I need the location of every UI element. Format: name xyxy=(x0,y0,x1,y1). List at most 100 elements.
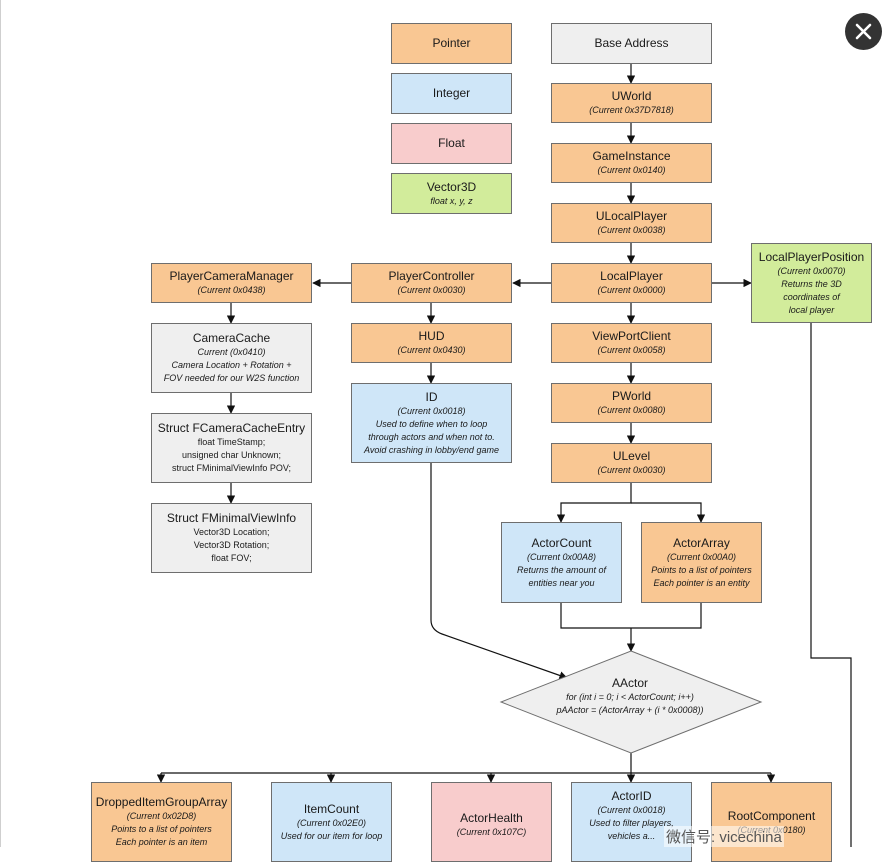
node-viewport-client-title: ViewPortClient xyxy=(592,329,671,343)
node-actor-id-offset: (Current 0x0018) xyxy=(597,805,666,815)
node-actor-count-desc-1: Returns the amount of xyxy=(516,564,607,575)
arrow-ulevel-to-actorcount xyxy=(556,483,632,523)
node-local-player-position-desc-1: Returns the 3D xyxy=(781,278,842,289)
node-actor-health-sub: (Current 0x107C) xyxy=(456,827,527,837)
node-pworld-title: PWorld xyxy=(611,389,652,403)
node-id: ID (Current 0x0018) Used to define when … xyxy=(351,383,512,463)
connector-position-down xyxy=(810,323,852,847)
node-camera-cache-desc-2: FOV needed for our W2S function xyxy=(163,373,300,383)
node-ulevel: ULevel (Current 0x0030) xyxy=(551,443,712,483)
node-pworld-sub: (Current 0x0080) xyxy=(597,405,666,415)
connector-actorcount-merge xyxy=(560,603,702,629)
node-struct-minimal-view-info-title: Struct FMinimalViewInfo xyxy=(166,511,297,525)
node-game-instance-title: GameInstance xyxy=(592,149,671,163)
node-hud-sub: (Current 0x0430) xyxy=(397,345,466,355)
node-actor-array-offset: (Current 0x00A0) xyxy=(666,551,737,562)
node-actor-id-desc-1: Used to filter players, xyxy=(589,818,674,828)
node-hud-title: HUD xyxy=(418,329,445,343)
node-actor-array-sub: (Current 0x00A0) Points to a list of poi… xyxy=(651,551,752,590)
node-ulocal-player-title: ULocalPlayer xyxy=(595,209,668,223)
struct-field-2: Vector3D Rotation; xyxy=(193,540,270,550)
node-local-player-position-sub: (Current 0x0070) Returns the 3D coordina… xyxy=(777,265,845,317)
node-game-instance-sub: (Current 0x0140) xyxy=(597,165,666,175)
node-item-count-sub: (Current 0x02E0) Used for our item for l… xyxy=(281,817,383,843)
node-id-desc-2: through actors and when not to. xyxy=(368,431,495,442)
node-ulevel-sub: (Current 0x0030) xyxy=(597,465,666,475)
node-struct-minimal-view-info: Struct FMinimalViewInfo Vector3D Locatio… xyxy=(151,503,312,573)
node-uworld-title: UWorld xyxy=(611,89,652,103)
node-camera-cache: CameraCache Current (0x0410) Camera Loca… xyxy=(151,323,312,393)
node-root-component: RootComponent (Current 0x0180) xyxy=(711,782,832,862)
legend-pointer: Pointer xyxy=(391,23,512,64)
node-local-player-position-title: LocalPlayerPosition xyxy=(758,249,865,264)
node-actor-id-sub: (Current 0x0018) Used to filter players,… xyxy=(589,804,674,843)
node-player-controller: PlayerController (Current 0x0030) xyxy=(351,263,512,303)
close-button[interactable] xyxy=(845,13,882,50)
node-uworld-sub: (Current 0x37D7818) xyxy=(589,105,674,115)
node-actor-array-desc-2: Each pointer is an entity xyxy=(653,577,750,588)
node-uworld: UWorld (Current 0x37D7818) xyxy=(551,83,712,123)
legend-float-label: Float xyxy=(438,136,465,150)
node-dropped-item-group-array-offset: (Current 0x02D8) xyxy=(126,811,197,821)
legend-pointer-label: Pointer xyxy=(432,36,471,50)
node-id-desc-1: Used to define when to loop xyxy=(375,418,488,429)
node-camera-cache-offset: Current (0x0410) xyxy=(197,347,266,357)
node-dropped-item-group-array-desc-2: Each pointer is an item xyxy=(115,837,208,847)
node-actor-count-offset: (Current 0x00A8) xyxy=(526,551,597,562)
node-aactor-title: AActor xyxy=(611,676,648,690)
struct-field-1: Vector3D Location; xyxy=(193,527,270,537)
node-aactor-calc: pAActor = (ActorArray + (i * 0x0008)) xyxy=(556,705,704,715)
node-pworld: PWorld (Current 0x0080) xyxy=(551,383,712,423)
node-local-player-sub: (Current 0x0000) xyxy=(597,285,666,295)
node-hud: HUD (Current 0x0430) xyxy=(351,323,512,363)
node-item-count: ItemCount (Current 0x02E0) Used for our … xyxy=(271,782,392,862)
node-actor-id-title: ActorID xyxy=(611,789,652,803)
node-local-player-position-desc-3: local player xyxy=(788,304,835,315)
node-game-instance: GameInstance (Current 0x0140) xyxy=(551,143,712,183)
node-struct-minimal-view-info-body: Vector3D Location; Vector3D Rotation; fl… xyxy=(193,526,269,565)
node-ulocal-player-sub: (Current 0x0038) xyxy=(597,225,666,235)
node-aactor: AActor for (int i = 0; i < ActorCount; i… xyxy=(540,676,720,717)
node-dropped-item-group-array-title: DroppedItemGroupArray xyxy=(95,795,228,809)
node-item-count-offset: (Current 0x02E0) xyxy=(296,818,366,828)
node-actor-count: ActorCount (Current 0x00A8) Returns the … xyxy=(501,522,622,603)
node-item-count-desc-1: Used for our item for loop xyxy=(280,831,383,841)
watermark: 微信号: vicechina xyxy=(664,826,784,847)
node-item-count-title: ItemCount xyxy=(303,802,360,816)
node-dropped-item-group-array-sub: (Current 0x02D8) Points to a list of poi… xyxy=(111,810,212,849)
node-actor-count-sub: (Current 0x00A8) Returns the amount of e… xyxy=(517,551,606,590)
node-id-desc-3: Avoid crashing in lobby/end game xyxy=(364,444,499,455)
node-local-player-position-offset: (Current 0x0070) xyxy=(777,265,846,276)
node-local-player-title: LocalPlayer xyxy=(600,269,663,283)
struct-field-3: float FOV; xyxy=(211,553,252,563)
legend-integer: Integer xyxy=(391,73,512,114)
struct-field-1: float TimeStamp; xyxy=(197,437,266,447)
legend-vector3d: Vector3D float x, y, z xyxy=(391,173,512,214)
aactor-diamond xyxy=(499,650,763,754)
node-local-player-position: LocalPlayerPosition (Current 0x0070) Ret… xyxy=(751,243,872,323)
node-id-title: ID xyxy=(425,389,438,404)
node-ulevel-title: ULevel xyxy=(612,449,651,463)
node-actor-id: ActorID (Current 0x0018) Used to filter … xyxy=(571,782,692,862)
node-actor-health-title: ActorHealth xyxy=(460,811,523,825)
node-viewport-client: ViewPortClient (Current 0x0058) xyxy=(551,323,712,363)
legend-vector3d-sub: float x, y, z xyxy=(430,195,473,206)
node-camera-cache-desc-1: Camera Location + Rotation + xyxy=(171,360,292,370)
node-base-address: Base Address xyxy=(551,23,712,64)
node-struct-camera-cache-entry: Struct FCameraCacheEntry float TimeStamp… xyxy=(151,413,312,483)
node-camera-cache-title: CameraCache xyxy=(192,331,271,345)
node-actor-count-title: ActorCount xyxy=(531,535,592,550)
node-player-controller-sub: (Current 0x0030) xyxy=(397,285,466,295)
node-player-camera-manager-sub: (Current 0x0438) xyxy=(197,285,266,295)
node-actor-array: ActorArray (Current 0x00A0) Points to a … xyxy=(641,522,762,603)
node-actor-array-desc-1: Points to a list of pointers xyxy=(651,564,752,575)
node-struct-camera-cache-entry-body: float TimeStamp; unsigned char Unknown; … xyxy=(172,436,291,475)
legend-integer-label: Integer xyxy=(432,86,471,100)
node-aactor-loop: for (int i = 0; i < ActorCount; i++) xyxy=(566,692,694,702)
node-player-camera-manager-title: PlayerCameraManager xyxy=(169,269,294,283)
page-border xyxy=(0,0,1,847)
node-root-component-title: RootComponent xyxy=(727,809,816,823)
node-id-offset: (Current 0x0018) xyxy=(397,405,466,416)
